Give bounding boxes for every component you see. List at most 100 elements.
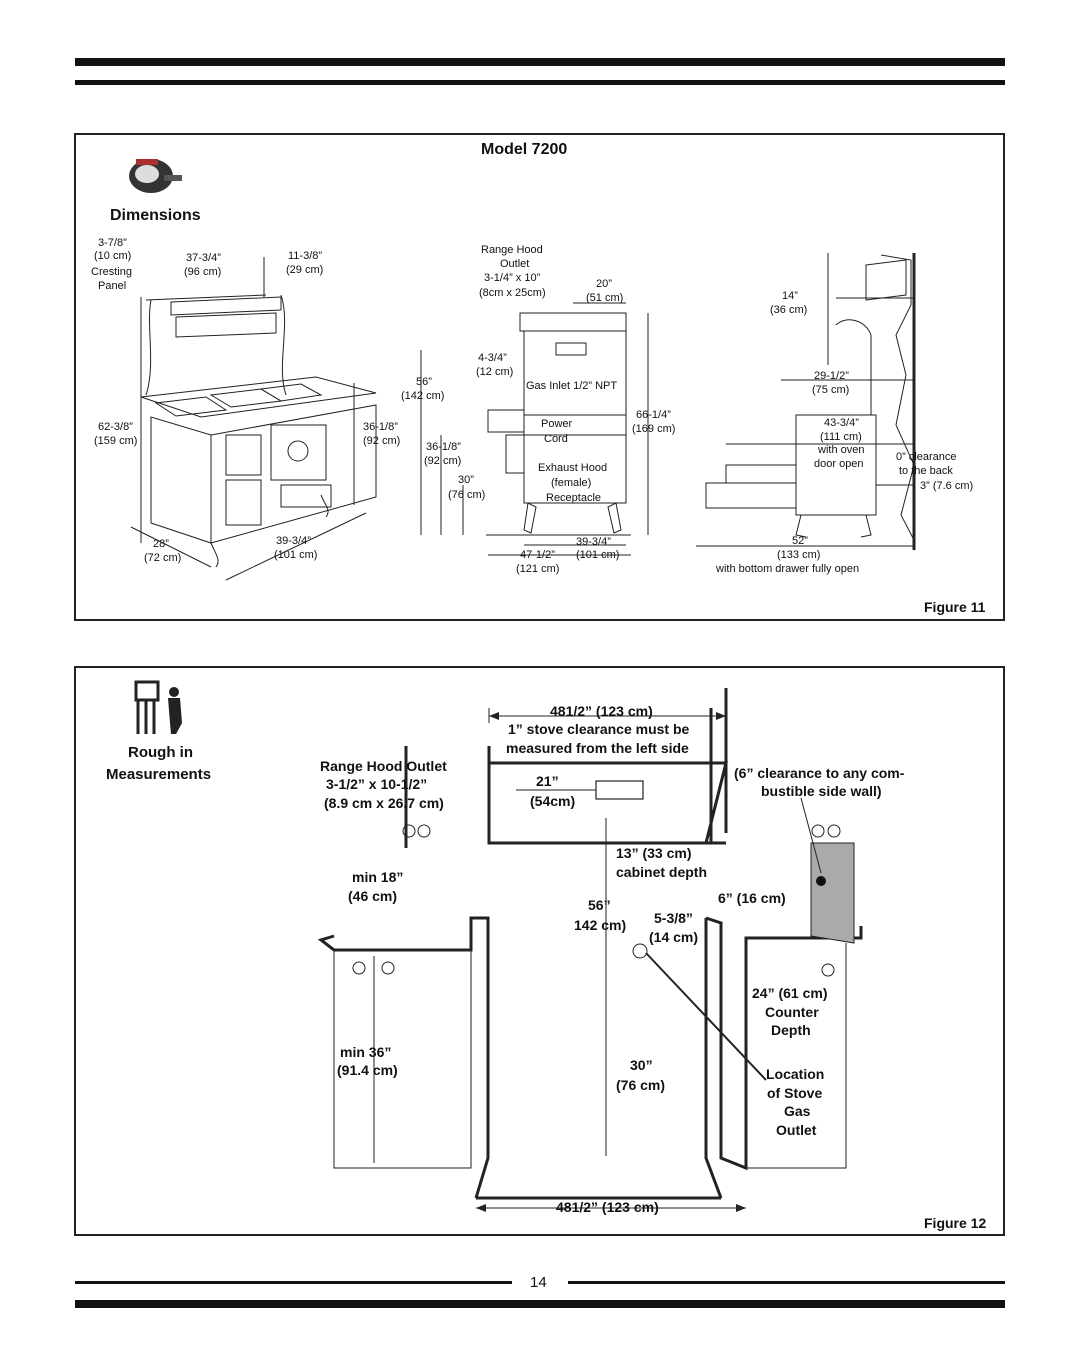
figure-11-drawings bbox=[129, 159, 916, 581]
offset-cm: (54cm) bbox=[530, 793, 576, 809]
width-cm: (101 cm) bbox=[274, 549, 318, 561]
rear-exhaust-2: (female) bbox=[551, 477, 592, 489]
cabinet-depth-1: 13” (33 cm) bbox=[616, 845, 692, 861]
counter-height-in: 36-1/8” bbox=[363, 421, 398, 433]
rear-power-cord-2: Cord bbox=[544, 433, 568, 445]
rear-height36-cm: (92 cm) bbox=[424, 455, 462, 467]
footer-rule-right bbox=[568, 1281, 1005, 1284]
rear-power-cord-1: Power bbox=[541, 418, 573, 430]
figure-12-panel: Rough in Measurements 481/2” (123 cm) 1”… bbox=[74, 666, 1005, 1236]
gas-location-2: of Stove bbox=[767, 1085, 823, 1101]
rear-height-total-in: 66-1/4” bbox=[636, 409, 671, 421]
width-top-in: 37-3/4” bbox=[186, 252, 221, 264]
side-depth52-cm: (133 cm) bbox=[777, 549, 821, 561]
side-depth14-in: 14” bbox=[782, 290, 798, 302]
rear-height30-in: 30” bbox=[458, 474, 474, 486]
gas-offset-in: 5-3/8” bbox=[654, 910, 693, 926]
rear-exhaust-1: Exhaust Hood bbox=[538, 462, 608, 474]
rear-height56-in: 56” bbox=[416, 376, 432, 388]
rear-hood-outlet-size-cm: (8cm x 25cm) bbox=[479, 287, 546, 299]
min18-1: min 18” bbox=[352, 869, 404, 885]
width-in: 39-3/4” bbox=[276, 535, 311, 547]
rear-width-total-in: 47-1/2” bbox=[520, 549, 555, 561]
height-in: 62-3/8” bbox=[98, 421, 133, 433]
rear-height56-cm: (142 cm) bbox=[401, 390, 445, 402]
figure-12-caption: Figure 12 bbox=[924, 1215, 987, 1231]
hood-outlet-1: Range Hood Outlet bbox=[320, 758, 447, 774]
side-clearance-3: 3” (7.6 cm) bbox=[920, 480, 974, 492]
dimensions-heading: Dimensions bbox=[110, 207, 201, 224]
rear-width-total-cm: (121 cm) bbox=[516, 563, 560, 575]
min18-2: (46 cm) bbox=[348, 888, 398, 904]
height56-cm: 142 cm) bbox=[574, 917, 627, 933]
front-view-stove bbox=[130, 257, 377, 581]
rear-offset-in: 20” bbox=[596, 278, 612, 290]
side-clearance-1: 0” clearance bbox=[896, 451, 957, 463]
rear-width-cm: (101 cm) bbox=[576, 549, 620, 561]
side-clear-1: (6” clearance to any com- bbox=[734, 765, 905, 781]
page-number: 14 bbox=[530, 1274, 547, 1291]
panel-label: Panel bbox=[98, 280, 127, 292]
rear-hood-outlet-size-in: 3-1/4” x 10” bbox=[484, 272, 541, 284]
rough-in-heading-1: Rough in bbox=[128, 744, 193, 761]
counter-2: Counter bbox=[765, 1004, 819, 1020]
rear-height-total-cm: (169 cm) bbox=[632, 423, 676, 435]
tape-measure-icon bbox=[129, 159, 182, 193]
rear-gas-inlet: Gas Inlet 1/2” NPT bbox=[526, 380, 618, 392]
gas-location-1: Location bbox=[766, 1066, 825, 1082]
gas-offset-cm: (14 cm) bbox=[649, 929, 699, 945]
gas-location-3: Gas bbox=[784, 1103, 811, 1119]
shelf-depth-cm: (29 cm) bbox=[286, 264, 324, 276]
bottom-rule bbox=[75, 1300, 1005, 1308]
cresting-panel-cm: (10 cm) bbox=[94, 250, 132, 262]
figure-11-panel: Model 7200 Dimensions 3-7/8” (10 cm) Cre… bbox=[74, 133, 1005, 621]
depth-cm: (72 cm) bbox=[144, 552, 182, 564]
side-depth14-cm: (36 cm) bbox=[770, 304, 808, 316]
note-2: measured from the left side bbox=[506, 740, 689, 756]
cresting-label: Cresting bbox=[91, 266, 132, 278]
figure-11-caption: Figure 11 bbox=[924, 599, 986, 615]
top-width: 481/2” (123 cm) bbox=[550, 703, 653, 719]
rear-offset-cm: (51 cm) bbox=[586, 292, 624, 304]
rear-height30-cm: (76 cm) bbox=[448, 489, 486, 501]
min36-2: (91.4 cm) bbox=[337, 1062, 398, 1078]
side-clear-2: bustible side wall) bbox=[761, 783, 882, 799]
rear-gas-offset-in: 4-3/4” bbox=[478, 352, 507, 364]
note-1: 1” stove clearance must be bbox=[508, 721, 690, 737]
counter-3: Depth bbox=[771, 1022, 811, 1038]
rear-hood-outlet-1: Range Hood bbox=[481, 244, 543, 256]
top-rule bbox=[75, 58, 1005, 66]
offset-in: 21” bbox=[536, 773, 559, 789]
side-drawer-note: with bottom drawer fully open bbox=[716, 563, 860, 575]
h30-in: 30” bbox=[630, 1057, 653, 1073]
depth-in: 28” bbox=[153, 538, 169, 550]
rear-exhaust-3: Receptacle bbox=[546, 492, 602, 504]
cabinet-depth-2: cabinet depth bbox=[616, 864, 708, 880]
hood-outlet-3: (8.9 cm x 26.7 cm) bbox=[324, 795, 444, 811]
height-cm: (159 cm) bbox=[94, 435, 138, 447]
figure-12-drawing bbox=[134, 680, 863, 1212]
side-depth43-in: 43-3/4” bbox=[824, 417, 859, 429]
side-clearance-2: to the back bbox=[899, 465, 953, 477]
side-depth29-in: 29-1/2” bbox=[814, 370, 849, 382]
hood-outlet-2: 3-1/2” x 10-1/2” bbox=[326, 776, 428, 792]
gas-location-4: Outlet bbox=[776, 1122, 817, 1138]
installer-icon bbox=[134, 680, 182, 734]
side-depth52-in: 52” bbox=[792, 535, 808, 547]
footer-rule-left bbox=[75, 1281, 512, 1284]
h30-cm: (76 cm) bbox=[616, 1077, 666, 1093]
rear-gas-offset-cm: (12 cm) bbox=[476, 366, 514, 378]
bottom-width: 481/2” (123 cm) bbox=[556, 1199, 659, 1215]
rear-view-stove bbox=[420, 302, 649, 556]
shelf-depth-in: 11-3/8” bbox=[288, 250, 323, 262]
top-rule-thin bbox=[75, 80, 1005, 85]
counter-1: 24” (61 cm) bbox=[752, 985, 828, 1001]
side-oven-open-2: door open bbox=[814, 458, 864, 470]
side-oven-open-1: with oven bbox=[818, 444, 865, 456]
counter-height-cm: (92 cm) bbox=[363, 435, 401, 447]
model-title: Model 7200 bbox=[481, 141, 568, 158]
cresting-panel-in: 3-7/8” bbox=[98, 237, 127, 249]
min36-1: min 36” bbox=[340, 1044, 392, 1060]
width-top-cm: (96 cm) bbox=[184, 266, 222, 278]
rear-width-in: 39-3/4” bbox=[576, 536, 611, 548]
